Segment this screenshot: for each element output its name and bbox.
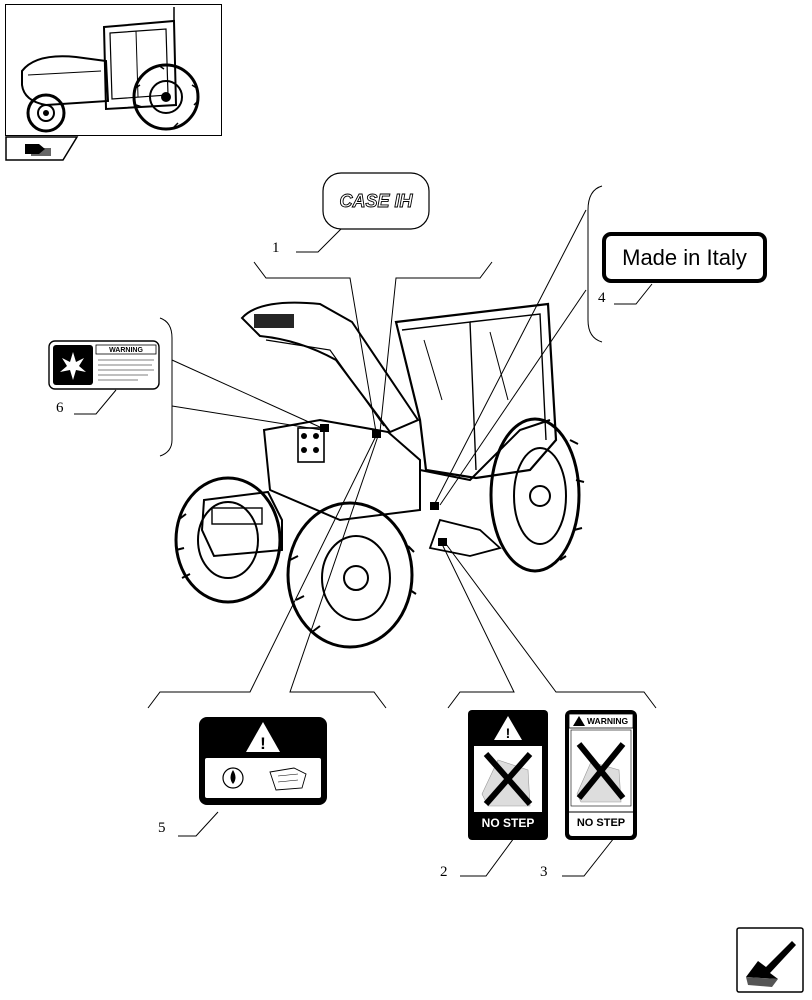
no-step-label: NO STEP <box>481 816 535 830</box>
decal-marker-6 <box>320 424 329 432</box>
svg-text:WARNING: WARNING <box>109 347 143 354</box>
tractor-thumbnail-drawing <box>21 7 200 133</box>
no-step-black-graphic: ! <box>468 710 548 840</box>
svg-text:!: ! <box>506 725 511 741</box>
decal-marker-5 <box>372 430 381 438</box>
explosion-warning-decal: WARNING <box>48 340 160 390</box>
no-step-label-2: NO STEP <box>576 817 626 829</box>
callout-3: 3 <box>540 864 548 880</box>
no-step-decal-warning: WARNING NO STEP <box>565 710 637 840</box>
svg-text:CASE IH: CASE IH <box>339 191 413 211</box>
fluid-warning-decal: ! <box>199 717 327 805</box>
no-step-decal-black: ! NO STEP <box>468 710 548 840</box>
svg-text:!: ! <box>260 734 266 753</box>
callout-4: 4 <box>598 290 606 306</box>
callout-2: 2 <box>440 864 448 880</box>
decal-marker-4 <box>430 502 439 510</box>
tractor-view-icon <box>5 136 79 161</box>
callout-5: 5 <box>158 820 166 836</box>
no-step-warning-graphic <box>565 710 637 840</box>
made-in-italy-decal: Made in Italy <box>602 232 767 283</box>
decal-marker-2-3 <box>438 538 447 546</box>
tractor-thumbnail <box>5 4 222 136</box>
callout-1: 1 <box>272 240 280 256</box>
warning-label: WARNING <box>587 716 629 726</box>
case-ih-logo-decal: CASE IH <box>322 172 430 230</box>
next-page-arrow-icon[interactable] <box>736 927 806 995</box>
callout-6: 6 <box>56 400 64 416</box>
